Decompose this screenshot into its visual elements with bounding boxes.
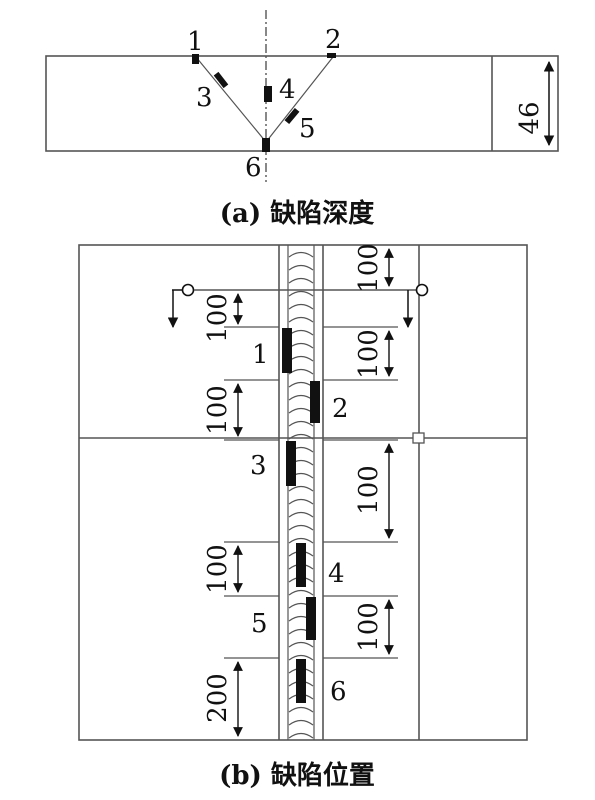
weld-ripple (288, 641, 314, 648)
weld-ripple (288, 329, 314, 336)
defect-5-label: 5 (251, 609, 268, 639)
dim-label-r4: 100 (354, 602, 384, 652)
weld-ripple (288, 316, 314, 323)
weld-ripple (288, 498, 314, 505)
defect-3-marker (286, 441, 296, 486)
defect-6-label: 6 (330, 677, 347, 707)
panel-a-depth: 1 2 3 4 5 6 46 (a) 缺陷深度 (45, 10, 559, 229)
weld-ripple (288, 511, 314, 518)
defect-1-label: 1 (252, 340, 269, 370)
defect-6-marker (262, 138, 270, 152)
defect-5-marker (306, 597, 316, 640)
plate-top-view (78, 244, 528, 741)
plate-cross-section (45, 55, 559, 152)
panel-b-caption: (b) 缺陷位置 (219, 760, 375, 791)
weld-ripple (288, 290, 314, 297)
thickness-dimension-label: 46 (515, 101, 545, 134)
weld-ripple (288, 355, 314, 362)
weld-ripple (288, 407, 314, 414)
defect-5-label: 5 (299, 114, 316, 144)
defect-6-marker (296, 659, 306, 703)
defect-1-marker (192, 54, 199, 64)
weld-ripple (288, 264, 314, 271)
origin-right-marker (415, 283, 429, 297)
weld-ripple (288, 485, 314, 492)
defect-2-label: 2 (325, 25, 342, 55)
weld-ripple (288, 303, 314, 310)
defect-4-marker (296, 543, 306, 587)
defect-3-label: 3 (250, 451, 267, 481)
dim-label-l1: 100 (203, 293, 233, 343)
defect-1-label: 1 (187, 27, 204, 57)
weld-ripple (288, 394, 314, 401)
defect-3-label: 3 (196, 83, 213, 113)
dim-label-r3: 100 (354, 465, 384, 515)
weld-ripple (288, 381, 314, 388)
weld-ripple (288, 719, 314, 726)
defect-5-marker (284, 107, 300, 125)
defect-2-marker (327, 53, 336, 58)
defect-2-marker (310, 381, 320, 423)
dim-label-l2: 100 (203, 385, 233, 435)
weld-ripple (288, 654, 314, 661)
dim-label-r2: 100 (354, 329, 384, 379)
defect-1-marker (282, 328, 292, 373)
panel-a-caption: (a) 缺陷深度 (220, 198, 375, 229)
dim-label-r1: 100 (354, 243, 384, 293)
origin-left-marker (181, 283, 195, 297)
weld-ripple (288, 524, 314, 531)
weld-ripple (288, 368, 314, 375)
dim-label-l3: 100 (203, 544, 233, 594)
defect-4-label: 4 (279, 75, 296, 105)
defect-4-marker (264, 86, 272, 102)
weld-ripple (288, 420, 314, 427)
defect-4-label: 4 (328, 559, 345, 589)
defect-2-label: 2 (332, 394, 349, 424)
reference-square-marker (412, 432, 425, 444)
weld-ripple (288, 732, 314, 739)
weld-ripple (288, 433, 314, 440)
weld-ripple (288, 342, 314, 349)
panel-b-position: 0 0 1 2 3 4 5 6 (78, 243, 528, 791)
dim-label-l4: 200 (203, 673, 233, 723)
weld-ripple (288, 706, 314, 713)
weld-ripple (288, 251, 314, 258)
defect-3-marker (213, 71, 229, 89)
weld-ripple-pattern (288, 251, 314, 739)
weld-ripple (288, 277, 314, 284)
weld-ripple (288, 589, 314, 596)
weld-ripple (288, 537, 314, 544)
defect-6-label: 6 (245, 153, 262, 183)
